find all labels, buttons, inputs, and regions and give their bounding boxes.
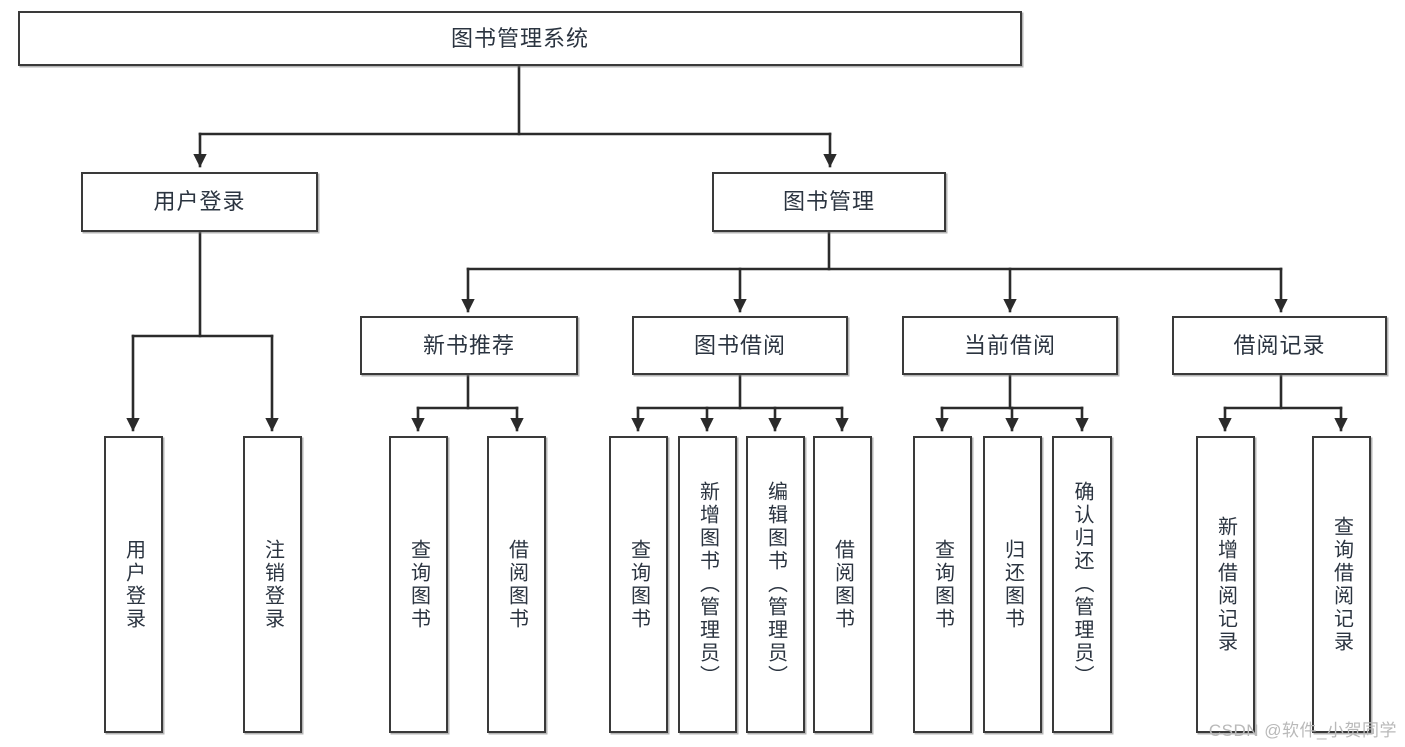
- node-label: 查询图书: [627, 538, 650, 631]
- leaf-query-book-recommend[interactable]: 查询图书: [389, 436, 448, 733]
- leaf-query-book-borrow[interactable]: 查询图书: [609, 436, 668, 733]
- node-label: 新书推荐: [422, 332, 515, 358]
- node-book-management[interactable]: 图书管理: [712, 172, 946, 232]
- node-label: 确认归还（管理员）: [1071, 481, 1093, 688]
- node-label: 用户登录: [153, 189, 246, 215]
- leaf-confirm-return-admin[interactable]: 确认归还（管理员）: [1052, 436, 1112, 733]
- leaf-return-book[interactable]: 归还图书: [983, 436, 1042, 733]
- node-label: 新增借阅记录: [1214, 515, 1237, 654]
- node-label: 当前借阅: [963, 332, 1056, 358]
- node-book-borrow[interactable]: 图书借阅: [632, 316, 848, 375]
- node-label: 借阅图书: [831, 538, 854, 631]
- leaf-borrow-book-recommend[interactable]: 借阅图书: [487, 436, 546, 733]
- node-label: 查询图书: [407, 538, 430, 631]
- node-borrow-records[interactable]: 借阅记录: [1172, 316, 1387, 375]
- node-current-borrow[interactable]: 当前借阅: [902, 316, 1118, 375]
- node-user-login[interactable]: 用户登录: [81, 172, 318, 232]
- leaf-user-login[interactable]: 用户登录: [104, 436, 163, 733]
- node-root-system[interactable]: 图书管理系统: [18, 11, 1022, 66]
- node-label: 图书借阅: [693, 332, 786, 358]
- csdn-watermark: CSDN @软件_小贺同学: [1208, 721, 1397, 740]
- node-label: 归还图书: [1001, 538, 1024, 631]
- node-label: 新增图书（管理员）: [696, 481, 719, 688]
- node-label: 编辑图书（管理员）: [764, 481, 787, 688]
- node-label: 查询图书: [931, 538, 954, 631]
- node-label: 图书管理系统: [450, 25, 589, 51]
- node-label: 借阅图书: [505, 538, 528, 631]
- node-new-book-recommend[interactable]: 新书推荐: [360, 316, 578, 375]
- leaf-add-book-admin[interactable]: 新增图书（管理员）: [678, 436, 737, 733]
- node-label: 注销登录: [261, 538, 284, 631]
- leaf-add-borrow-record[interactable]: 新增借阅记录: [1196, 436, 1255, 733]
- leaf-user-logout[interactable]: 注销登录: [243, 436, 302, 733]
- leaf-query-borrow-record[interactable]: 查询借阅记录: [1312, 436, 1371, 733]
- leaf-query-book-current[interactable]: 查询图书: [913, 436, 972, 733]
- node-label: 查询借阅记录: [1330, 515, 1353, 654]
- node-label: 借阅记录: [1233, 332, 1326, 358]
- leaf-borrow-book[interactable]: 借阅图书: [813, 436, 872, 733]
- node-label: 用户登录: [122, 538, 145, 631]
- leaf-edit-book-admin[interactable]: 编辑图书（管理员）: [746, 436, 805, 733]
- node-label: 图书管理: [782, 189, 875, 215]
